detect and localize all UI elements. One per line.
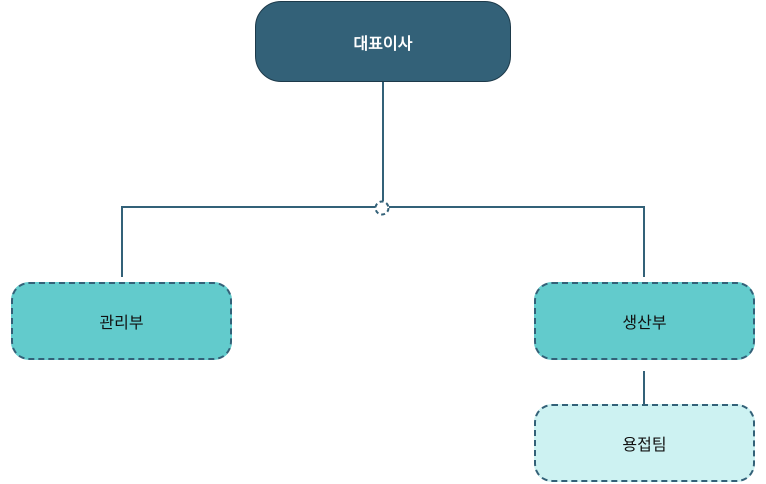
node-ceo[interactable]: 대표이사 bbox=[255, 1, 511, 82]
node-label: 대표이사 bbox=[353, 33, 413, 53]
node-label: 용접팀 bbox=[622, 435, 667, 454]
node-label: 관리부 bbox=[99, 313, 144, 332]
node-welding[interactable]: 용접팀 bbox=[534, 404, 755, 482]
junction-node-icon[interactable] bbox=[374, 200, 390, 216]
node-label: 생산부 bbox=[622, 313, 667, 332]
node-admin[interactable]: 관리부 bbox=[11, 282, 232, 360]
node-production[interactable]: 생산부 bbox=[534, 282, 755, 360]
